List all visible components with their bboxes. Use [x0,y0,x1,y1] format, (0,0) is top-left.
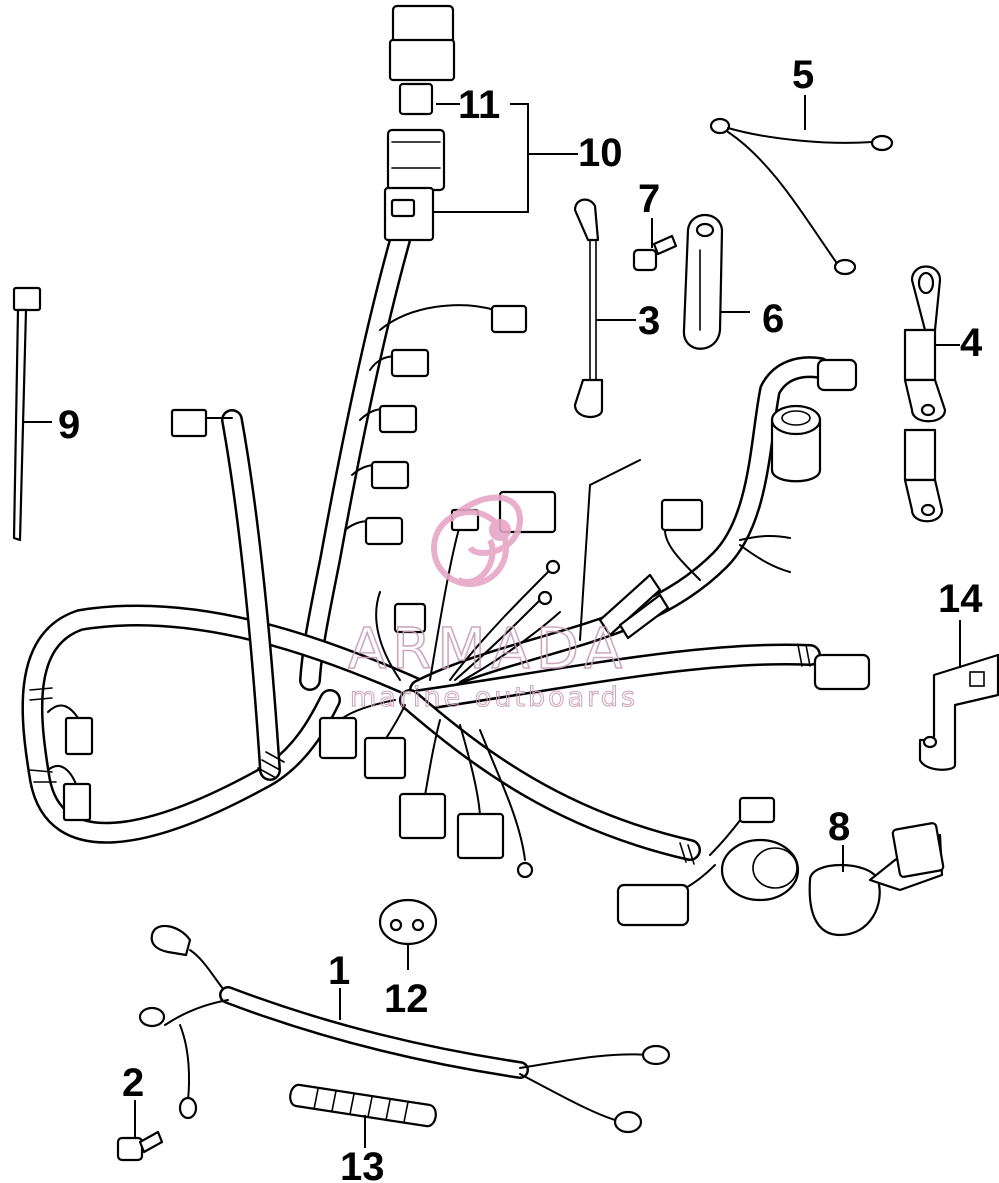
part-3-lead [573,198,604,418]
spade-terminal-2 [618,593,670,640]
part-6-strap [682,214,724,350]
callout-10: 10 [578,131,623,175]
callout-6: 6 [762,297,784,341]
watermark-brand: ARMADA [348,617,628,682]
branch-connector-3 [378,404,418,434]
callout-13: 13 [340,1145,385,1183]
multipin-connector-1 [318,716,358,760]
callout-labels: 11 10 5 7 3 6 4 9 14 8 12 1 2 13 [58,53,983,1183]
ring-terminal-a [545,559,561,575]
part-2-screw [116,1130,164,1162]
watermark-logo-icon [431,494,524,587]
right-grommet [770,404,822,483]
callout-3: 3 [638,299,660,343]
leader-lines [22,95,961,1148]
ring-terminal-center [516,861,534,879]
fuse-blade [398,82,434,116]
callout-2: 2 [122,1061,144,1105]
part-12-grommet [378,898,438,946]
callout-14: 14 [938,577,983,621]
lower-right-block-connector [616,883,690,927]
center-plug [393,602,427,634]
part-5-ground-lead [709,117,894,276]
multipin-connector-3 [398,792,447,840]
lower-right-grommet [720,838,800,902]
callout-12: 12 [384,977,429,1021]
multipin-connector-4 [456,812,505,860]
watermark: ARMADA marine outboards [347,494,638,714]
watermark-tagline: marine outboards [350,682,638,713]
callout-9: 9 [58,403,80,447]
part-9-cable-tie [12,286,42,542]
lower-right-small-connector [738,796,776,824]
fuse-holder-body [388,38,456,82]
left-loop-connector-2 [62,782,92,822]
ring-terminal-b [537,590,553,606]
callout-4: 4 [960,321,983,365]
left-loop-connector-1 [64,716,94,756]
part-11-fuse [388,4,456,116]
multipin-connector-2 [363,736,407,780]
harness-branch-connectors [47,304,871,927]
branch-connector-5 [364,516,404,546]
callout-1: 1 [328,949,350,993]
callout-7: 7 [638,177,660,221]
part-14-bracket [918,653,999,771]
branch-connector-1 [490,304,528,334]
callout-5: 5 [792,53,814,97]
right-small-connector [660,498,704,532]
branch-connector-4 [370,460,410,490]
callout-11: 11 [458,83,500,127]
right-top-connector [816,358,858,392]
part-4-ground-strap [903,265,947,523]
branch-connector-2 [390,348,430,378]
part-8-boot [808,822,945,937]
left-top-connector [170,408,208,438]
spade-terminal-1 [598,573,662,637]
part-10-relay-assembly [383,128,446,242]
right-mid-connector [813,653,871,691]
part-13-spiral-tube [289,1083,437,1128]
callout-8: 8 [828,805,850,849]
part-1-battery-cable [138,924,671,1134]
part-7-bolt [632,234,678,272]
